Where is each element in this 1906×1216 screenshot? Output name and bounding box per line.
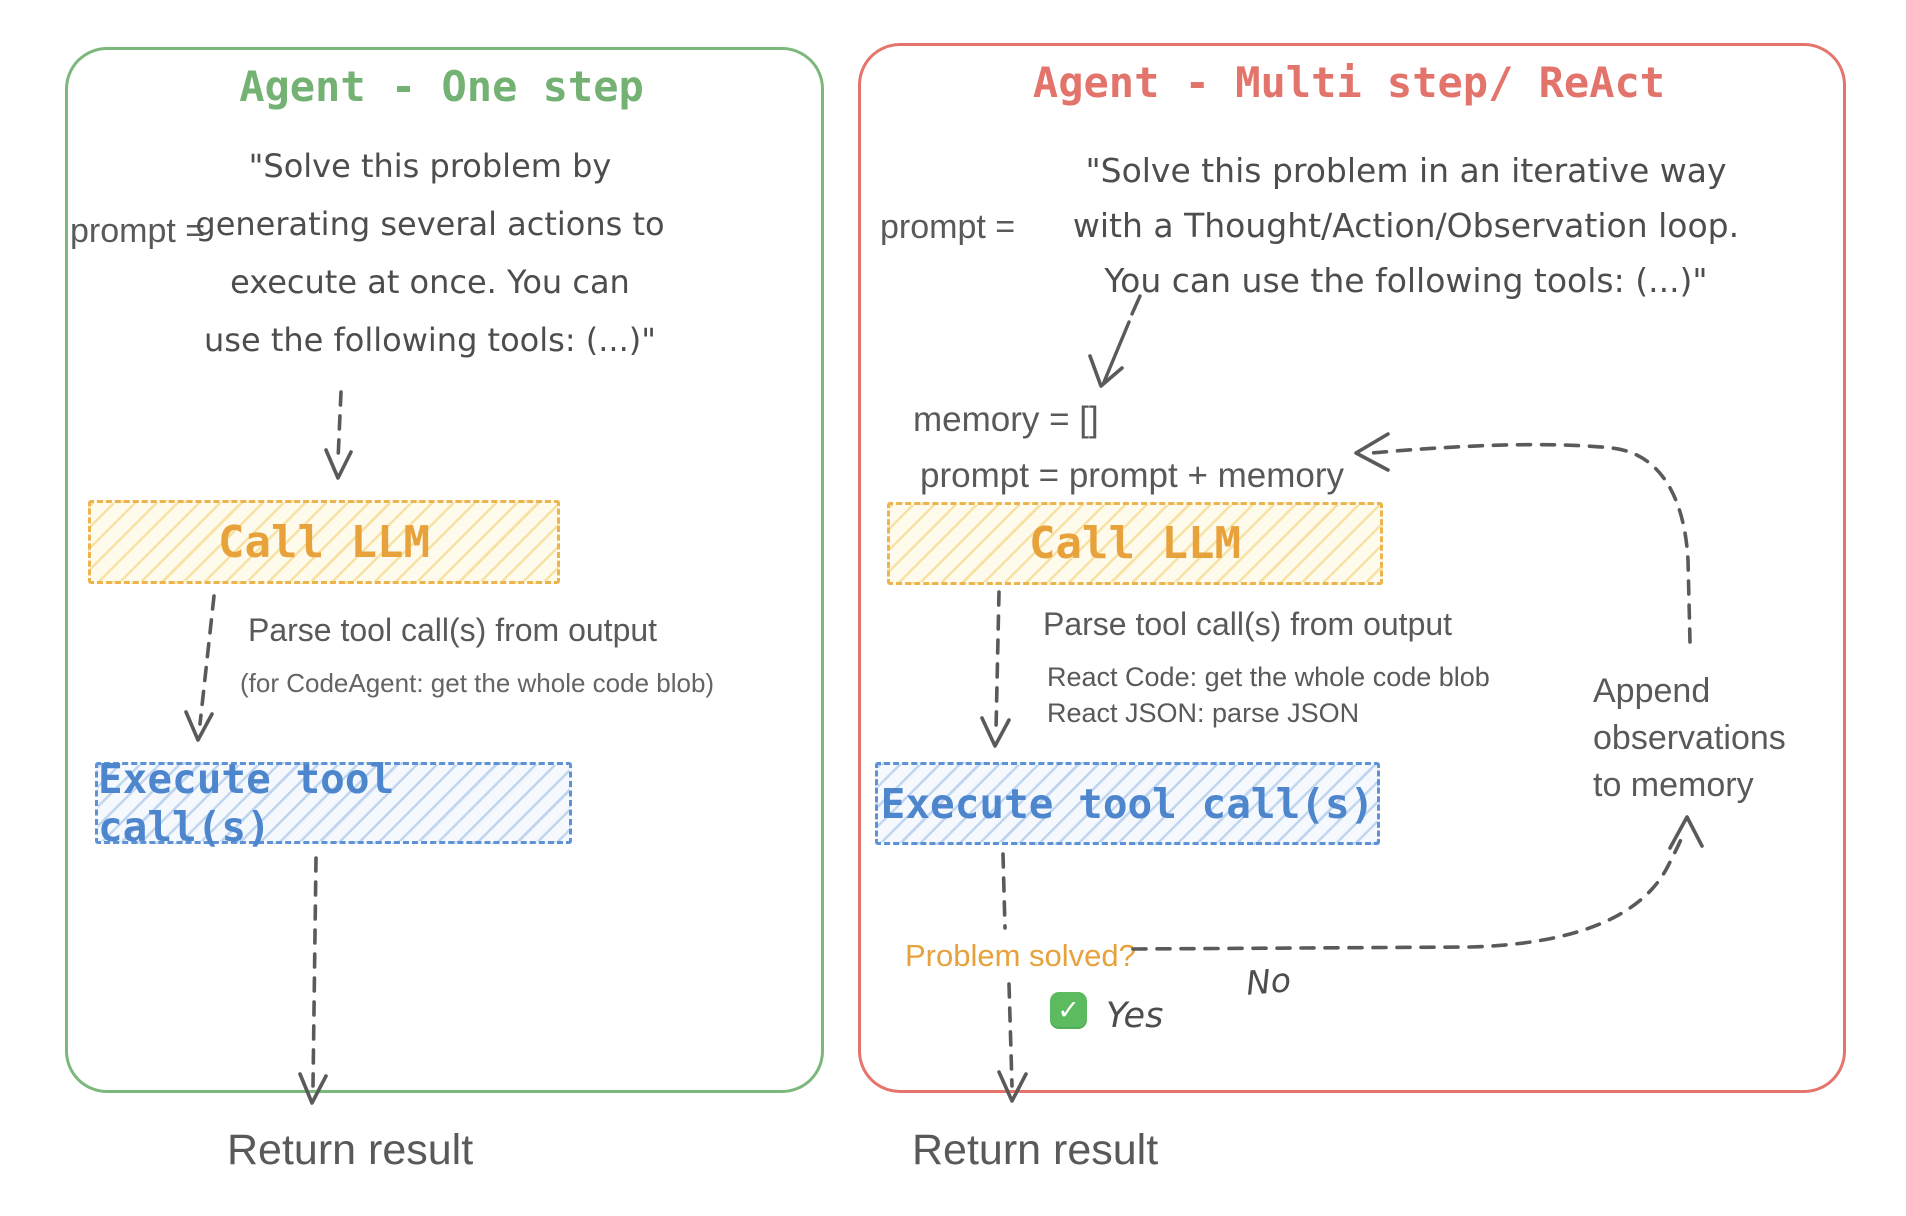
- right-execute-box: Execute tool call(s): [875, 762, 1380, 845]
- no-label: No: [1244, 960, 1293, 1003]
- left-execute-box: Execute tool call(s): [95, 755, 572, 851]
- left-execute-label: Execute tool call(s): [98, 755, 395, 851]
- left-prompt-label: prompt =: [70, 212, 206, 250]
- right-call-llm-box: Call LLM: [887, 502, 1383, 585]
- left-call-llm-label: Call LLM: [218, 516, 430, 568]
- append-line-1: Append: [1593, 672, 1711, 710]
- right-prompt-text: "Solve this problem in an iterative way …: [1022, 143, 1790, 308]
- multi-step-panel: [858, 43, 1846, 1093]
- right-return-result: Return result: [912, 1126, 1159, 1174]
- right-call-llm-label: Call LLM: [1029, 518, 1241, 569]
- right-parse-text: Parse tool call(s) from output: [1043, 606, 1453, 642]
- left-prompt-line-3: execute at once. You can: [230, 263, 630, 301]
- left-prompt-line-4: use the following tools: (...)": [204, 321, 656, 359]
- append-line-3: to memory: [1593, 766, 1754, 804]
- prompt-plus-memory-line: prompt = prompt + memory: [920, 456, 1345, 495]
- append-observations-text: Append observations to memory: [1593, 668, 1786, 809]
- yes-check-icon: ✓: [1050, 992, 1087, 1029]
- right-parse-subtext-code: React Code: get the whole code blob: [1047, 662, 1490, 692]
- left-parse-subtext: (for CodeAgent: get the whole code blob): [240, 668, 715, 698]
- one-step-title: Agent - One step: [239, 62, 644, 111]
- left-prompt-line-1: "Solve this problem by: [248, 147, 612, 185]
- memory-init-line: memory = []: [913, 400, 1099, 439]
- right-prompt-line-1: "Solve this problem in an iterative way: [1085, 151, 1727, 190]
- left-parse-text: Parse tool call(s) from output: [248, 612, 658, 648]
- left-prompt-text: "Solve this problem by generating severa…: [165, 137, 695, 369]
- one-step-panel: [65, 47, 824, 1093]
- left-call-llm-box: Call LLM: [88, 500, 560, 584]
- yes-label: Yes: [1106, 996, 1164, 1036]
- right-prompt-label: prompt =: [880, 208, 1016, 246]
- multi-step-title: Agent - Multi step/ ReAct: [1032, 58, 1666, 107]
- right-prompt-line-3: You can use the following tools: (...)": [1104, 261, 1708, 300]
- left-return-result: Return result: [227, 1126, 474, 1174]
- right-execute-label: Execute tool call(s): [880, 779, 1375, 828]
- right-prompt-line-2: with a Thought/Action/Observation loop.: [1072, 206, 1740, 245]
- left-prompt-line-2: generating several actions to: [195, 205, 665, 243]
- append-line-2: observations: [1593, 719, 1786, 757]
- right-parse-subtext-json: React JSON: parse JSON: [1047, 698, 1360, 728]
- problem-solved-label: Problem solved?: [905, 938, 1136, 973]
